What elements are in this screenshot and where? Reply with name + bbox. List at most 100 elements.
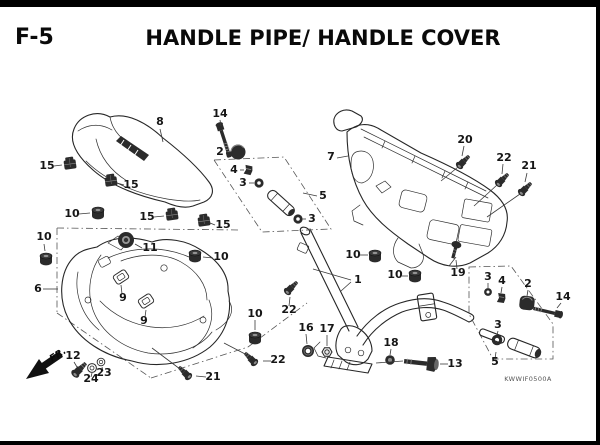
leader-line-21 [524,172,528,183]
leader-line-10 [78,212,91,215]
callout-11: 11 [142,241,157,254]
screw-22 [281,278,301,298]
callout-22: 22 [496,151,511,164]
callout-6: 6 [34,282,42,295]
callout-4: 4 [230,163,238,176]
callout-21: 21 [205,370,220,383]
callout-4: 4 [498,274,506,287]
damper-10 [39,252,53,266]
screw-22 [241,349,261,369]
leader-line-22 [288,296,291,307]
leader-line-1 [312,268,352,281]
callout-10: 10 [247,307,263,320]
callout-13: 13 [447,357,462,370]
callout-3: 3 [494,318,502,331]
callout-12: 12 [65,349,80,362]
callout-19: 19 [450,266,465,279]
grommet-15 [103,172,118,188]
leader-line-5 [302,192,318,197]
callout-15: 15 [39,159,54,172]
vent-hatch [116,136,149,161]
page-border-top [0,0,600,7]
callout-21: 21 [521,159,536,172]
leader-line-21 [195,375,207,378]
leader-line-2 [526,289,529,297]
leader-line-15 [153,215,165,218]
leader-line-12 [73,361,78,368]
callout-24: 24 [83,372,99,385]
grommet-15 [196,212,211,228]
callout-15: 15 [139,210,154,223]
rear-handle-cover [333,109,508,269]
callout-9: 9 [140,314,148,327]
callout-3: 3 [239,176,247,189]
washer-16 [301,344,315,358]
damper-10 [188,249,202,263]
pipe-lower-bracket [313,325,373,374]
callout-10: 10 [345,248,361,261]
leader-line-4 [500,286,503,294]
callout-14: 14 [555,290,571,303]
page-border-right [596,0,600,445]
grommet-15 [164,206,179,222]
callout-20: 20 [457,133,473,146]
front-handle-cover [71,113,213,208]
callout-5: 5 [491,355,499,368]
weight-detail-right [468,265,565,360]
section-code: F-5 [15,25,54,50]
page-border-bottom [0,441,600,445]
pad-9 [136,292,156,310]
leader-line-15 [116,182,125,186]
callout-22: 22 [270,353,285,366]
leader-line-15 [53,164,63,167]
ring-3-right-upper [484,288,492,296]
callout-17: 17 [319,322,334,335]
leader-line-18 [389,348,392,356]
handle-pipe [296,226,475,374]
callout-23: 23 [96,366,111,379]
screw-21 [175,363,195,383]
nut-17 [321,347,333,357]
callout-2: 2 [524,277,532,290]
callout-3: 3 [484,270,492,283]
fr-arrow: FR. [26,346,68,379]
small-parts [39,152,535,383]
callout-16: 16 [298,321,314,334]
diagram-code: KWWIF0500A [504,375,552,383]
lower-handle-cover [61,235,232,366]
callout-7: 7 [327,150,335,163]
callout-15: 15 [215,218,230,231]
callout-22: 22 [281,303,296,316]
leader-line-15 [209,222,216,226]
washer-23 [96,357,106,367]
leader-line-14 [556,302,562,309]
callout-1: 1 [354,273,362,286]
leader-line-9 [120,284,123,295]
damper-10 [91,206,105,220]
grommet-ring-11 [118,232,134,248]
leader-line-10 [202,256,214,259]
page-title: HANDLE PIPE/ HANDLE COVER [145,26,501,50]
ring-3-left-lower [293,214,303,224]
callout-3: 3 [308,212,316,225]
callout-18: 18 [383,336,398,349]
damper-10 [408,269,422,283]
callout-8: 8 [156,115,164,128]
clip-4-right [496,292,507,304]
damper-10 [368,249,382,263]
leader-line-14 [219,119,222,127]
callout-2: 2 [216,145,224,158]
weight-5-right [507,337,542,359]
leader-line-24 [90,372,93,378]
leader-line-20 [461,145,465,157]
damper-10 [248,331,262,345]
bolt-13 [402,353,440,373]
leader-line-16 [305,333,308,345]
nut-18 [385,355,395,365]
leader-line-10 [43,243,46,252]
clip-4-left [243,164,254,176]
pad-9 [111,268,131,286]
